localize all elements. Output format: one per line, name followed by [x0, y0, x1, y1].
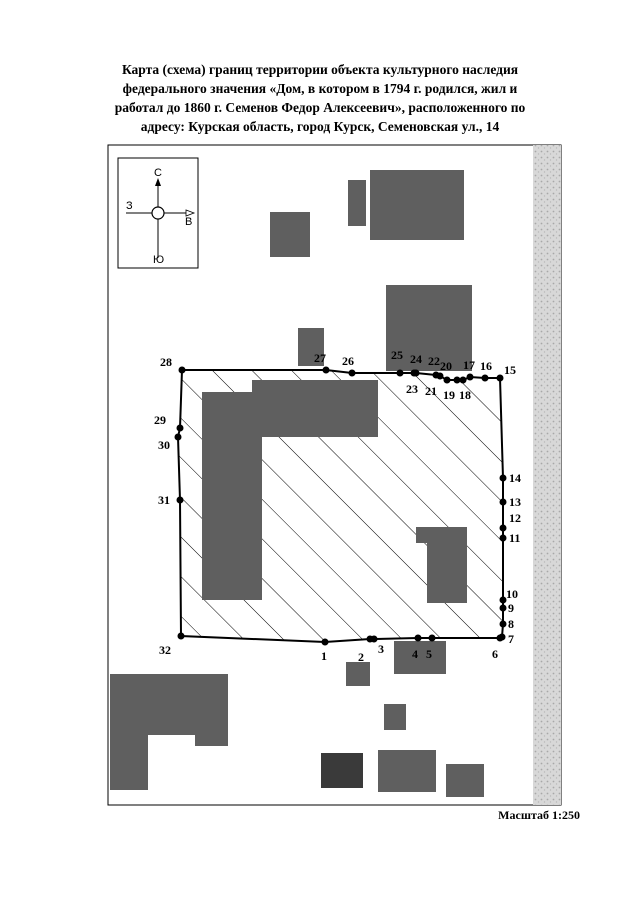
boundary-point-label: 14: [509, 471, 521, 485]
boundary-point-label: 27: [314, 351, 326, 365]
boundary-point-marker: [499, 620, 507, 628]
boundary-point-marker: [348, 369, 356, 377]
street-strip: [533, 145, 561, 805]
boundary-point-marker: [481, 374, 489, 382]
compass-east: В: [185, 216, 192, 228]
boundary-point-label: 16: [480, 359, 492, 373]
boundary-point-marker: [176, 496, 184, 504]
boundary-point-label: 23: [406, 382, 418, 396]
scale-label: Масштаб 1:250: [498, 808, 580, 822]
compass-west: З: [126, 200, 133, 212]
boundary-point-label: 8: [508, 617, 514, 631]
boundary-point-marker: [414, 634, 422, 642]
boundary-point-label: 11: [509, 531, 520, 545]
title-line-4: адресу: Курская область, город Курск, Се…: [140, 119, 500, 134]
boundary-point-label: 2: [358, 650, 364, 664]
compass-south: Ю: [153, 254, 164, 266]
boundary-point-marker: [499, 498, 507, 506]
boundary-point-label: 22: [428, 354, 440, 368]
boundary-point-marker: [499, 534, 507, 542]
building: [394, 641, 446, 674]
building: [378, 750, 436, 792]
boundary-point-label: 20: [440, 359, 452, 373]
building: [346, 662, 370, 686]
compass-rose: С Ю З В: [117, 157, 199, 269]
surrounding-buildings: [110, 170, 484, 797]
building: [446, 764, 484, 797]
boundary-point-label: 9: [508, 601, 514, 615]
boundary-point-marker: [321, 638, 329, 646]
boundary-point-marker: [174, 433, 182, 441]
boundary-point-marker: [396, 369, 404, 377]
boundary-point-label: 19: [443, 388, 455, 402]
boundary-point-marker: [428, 634, 436, 642]
boundary-point-marker: [177, 632, 185, 640]
boundary-point-label: 1: [321, 649, 327, 663]
boundary-point-label: 3: [378, 642, 384, 656]
building: [348, 180, 366, 226]
outbuilding: [416, 527, 467, 603]
boundary-point-marker: [410, 369, 418, 377]
boundary-point-label: 31: [158, 493, 170, 507]
boundary-point-label: 15: [504, 363, 516, 377]
boundary-point-label: 10: [506, 587, 518, 601]
main-house: [202, 380, 378, 600]
boundary-point-marker: [322, 366, 330, 374]
boundary-point-marker: [176, 424, 184, 432]
boundary-point-label: 25: [391, 348, 403, 362]
boundary-point-label: 26: [342, 354, 354, 368]
title-line-3: работал до 1860 г. Семенов Федор Алексее…: [114, 100, 526, 115]
boundary-point-label: 6: [492, 647, 498, 661]
building: [384, 704, 406, 730]
boundary-point-marker: [443, 376, 451, 384]
boundary-point-label: 13: [509, 495, 521, 509]
building: [110, 674, 228, 790]
building: [270, 212, 310, 257]
boundary-point-label: 4: [412, 647, 418, 661]
boundary-point-label: 21: [425, 384, 437, 398]
territory-buildings: [202, 380, 467, 603]
compass-north: С: [154, 167, 162, 179]
title-line-2: федерального значения «Дом, в котором в …: [122, 81, 518, 96]
boundary-point-label: 24: [410, 352, 422, 366]
building: [321, 753, 363, 788]
map-title: Карта (схема) границ территории объекта …: [80, 60, 560, 136]
boundary-point-marker: [453, 376, 461, 384]
building: [370, 170, 464, 240]
boundary-point-label: 7: [508, 632, 514, 646]
boundary-point-marker: [178, 366, 186, 374]
building: [386, 285, 472, 371]
boundary-point-label: 12: [509, 511, 521, 525]
boundary-point-label: 18: [459, 388, 471, 402]
title-line-1: Карта (схема) границ территории объекта …: [121, 62, 519, 77]
boundary-point-marker: [496, 374, 504, 382]
boundary-point-label: 17: [463, 358, 475, 372]
boundary-point-label: 32: [159, 643, 171, 657]
boundary-point-marker: [498, 633, 506, 641]
boundary-point-label: 5: [426, 647, 432, 661]
building: [298, 328, 324, 366]
boundary-point-label: 29: [154, 413, 166, 427]
boundary-point-label: 28: [160, 355, 172, 369]
boundary-point-marker: [459, 376, 467, 384]
boundary-point-marker: [432, 371, 440, 379]
boundary-point-marker: [499, 524, 507, 532]
boundary-point-marker: [499, 474, 507, 482]
boundary-point-marker: [370, 635, 378, 643]
boundary-point-label: 30: [158, 438, 170, 452]
boundary-point-marker: [499, 604, 507, 612]
boundary-point-marker: [466, 373, 474, 381]
boundary-point-marker: [499, 596, 507, 604]
